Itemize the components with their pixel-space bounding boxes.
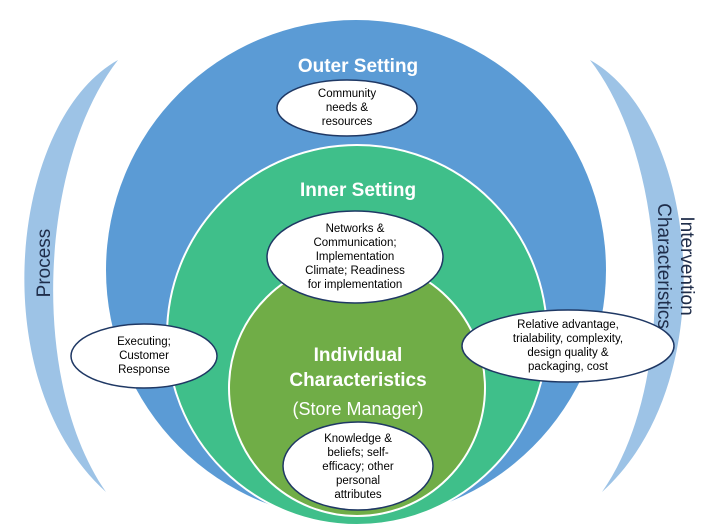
process-band bbox=[24, 60, 118, 492]
individual-bubble-text: Knowledge & beliefs; self- efficacy; oth… bbox=[293, 429, 423, 505]
bubble-line: for implementation bbox=[307, 279, 403, 291]
bubble-line: Executing; bbox=[117, 336, 171, 348]
bubble-line: needs & bbox=[325, 102, 369, 114]
bubble-line: design quality & bbox=[527, 347, 609, 359]
intervention-label: Intervention Characteristics bbox=[651, 191, 699, 341]
intervention-band bbox=[590, 60, 684, 492]
bubble-line: Implementation bbox=[315, 251, 395, 263]
bubble-line: Communication; bbox=[313, 237, 397, 249]
intervention-label-line-2: Characteristics bbox=[653, 203, 674, 329]
intervention-label-line-1: Intervention bbox=[676, 216, 697, 316]
inner-setting-title: Inner Setting bbox=[299, 180, 417, 201]
inner-setting-bubble-text: Networks & Communication; Implementation… bbox=[275, 219, 435, 295]
individual-bubble bbox=[282, 421, 434, 511]
bubble-line: efficacy; other bbox=[322, 461, 394, 473]
intervention-bubble bbox=[461, 309, 675, 383]
outer-setting-bubble bbox=[276, 79, 418, 137]
bubble-line: Networks & bbox=[325, 223, 385, 235]
bubble-line: Community bbox=[317, 88, 377, 100]
individual-title-line-1: Individual bbox=[313, 345, 403, 366]
bubble-line: packaging, cost bbox=[528, 361, 608, 373]
individual-title-line-2: Characteristics bbox=[289, 370, 427, 391]
bubble-line: Relative advantage, bbox=[517, 319, 619, 331]
individual-subtitle: (Store Manager) bbox=[292, 398, 424, 419]
intervention-bubble-text: Relative advantage, trialability, comple… bbox=[476, 316, 660, 376]
bubble-line: personal bbox=[335, 475, 381, 487]
bubble-line: Response bbox=[118, 364, 170, 376]
process-bubble-text: Executing; Customer Response bbox=[84, 332, 204, 380]
process-label: Process bbox=[34, 228, 55, 298]
inner-setting-bubble bbox=[266, 210, 444, 304]
individual-title: Individual Characteristics bbox=[238, 342, 478, 394]
outer-setting-title: Outer Setting bbox=[297, 56, 419, 77]
process-bubble bbox=[70, 323, 218, 389]
bubble-line: attributes bbox=[334, 489, 382, 501]
bubble-line: Climate; Readiness bbox=[305, 265, 405, 277]
bubble-line: trialability, complexity, bbox=[512, 333, 624, 345]
bubble-line: Knowledge & bbox=[324, 433, 392, 445]
outer-setting-bubble-text: Community needs & resources bbox=[287, 84, 407, 132]
bubble-line: Customer bbox=[119, 350, 169, 362]
bubble-line: resources bbox=[321, 116, 373, 128]
bubble-line: beliefs; self- bbox=[327, 447, 389, 459]
